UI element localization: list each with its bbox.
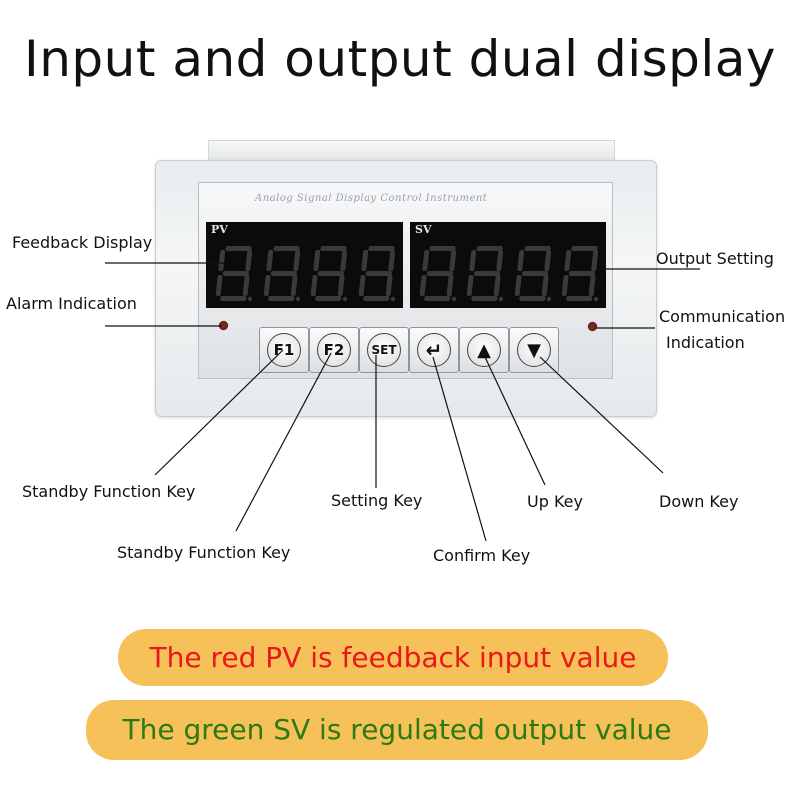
pv-info-banner: The red PV is feedback input value [118, 629, 668, 686]
indication-label: Indication [666, 333, 745, 352]
feedback-display-label: Feedback Display [12, 233, 153, 252]
pv-digit-1 [214, 244, 253, 302]
confirm-key-label: Confirm Key [433, 546, 531, 565]
sv-info-banner: The green SV is regulated output value [86, 700, 708, 760]
set-key[interactable]: SET [359, 327, 409, 373]
alarm-indicator-led [219, 321, 228, 330]
up-key-label: Up Key [527, 492, 583, 511]
pv-digit-3 [309, 244, 348, 302]
sv-digit-2 [465, 244, 504, 302]
f1-key[interactable]: F1 [259, 327, 309, 373]
pv-digit-4 [357, 244, 396, 302]
standby-function-key-label-1: Standby Function Key [22, 482, 196, 501]
sv-digit-1 [418, 244, 457, 302]
standby-key2-leader [235, 352, 332, 532]
sv-digit-3 [513, 244, 551, 302]
set-key-label: SET [367, 333, 401, 367]
f2-key[interactable]: F2 [309, 327, 359, 373]
sv-digits [418, 244, 599, 302]
pv-display: PV [206, 222, 403, 308]
up-key-leader [484, 356, 546, 486]
device-housing-top [208, 140, 615, 163]
device-brand-text: Analog Signal Display Control Instrument [255, 193, 488, 204]
confirm-key-leader [432, 356, 487, 542]
sv-label: SV [415, 223, 432, 236]
standby-key1-leader [154, 349, 284, 476]
sv-digit-4 [560, 244, 599, 302]
standby-function-key-label-2: Standby Function Key [117, 543, 291, 562]
up-key[interactable]: ▲ [459, 327, 509, 373]
setting-key-label: Setting Key [331, 491, 423, 510]
alarm-indication-label: Alarm Indication [6, 294, 137, 313]
pv-digit-2 [262, 244, 300, 302]
output-setting-label: Output Setting [656, 249, 774, 268]
communication-label: Communication [659, 307, 786, 326]
up-arrow-icon: ▲ [467, 333, 501, 367]
sv-display: SV [410, 222, 606, 308]
pv-digits [214, 244, 396, 302]
pv-label: PV [211, 223, 228, 236]
down-key-label: Down Key [659, 492, 739, 511]
down-key-leader [539, 356, 664, 474]
communication-indicator-led [588, 322, 597, 331]
f2-key-label: F2 [317, 333, 351, 367]
page-title: Input and output dual display [23, 30, 777, 88]
